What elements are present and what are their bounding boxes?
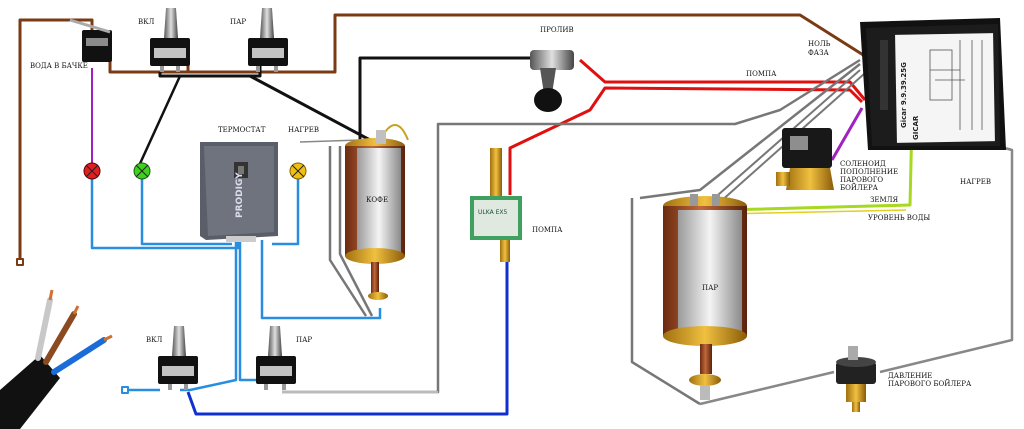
label-heating-right: НАГРЕВ xyxy=(960,178,991,186)
label-switch-on-bottom: ВКЛ xyxy=(146,336,163,344)
steam-boiler xyxy=(663,194,747,400)
wire-gray-8 xyxy=(699,370,835,406)
label-thermostat: ТЕРМОСТАТ xyxy=(218,126,266,134)
power-cable xyxy=(0,289,113,429)
label-solenoid-2: ПОПОЛНЕНИЕ xyxy=(840,168,898,176)
label-ground: ЗЕМЛЯ xyxy=(870,196,898,204)
wire-gray-3 xyxy=(328,146,368,317)
coffee-boiler xyxy=(345,124,409,300)
lamp-green xyxy=(133,162,151,180)
wire-blue-1 xyxy=(90,178,240,250)
microswitch-water-tank xyxy=(69,18,112,62)
pressure-switch xyxy=(836,346,876,412)
vibration-pump: ULKA EX5 xyxy=(470,148,522,262)
label-neutral: НОЛЬ xyxy=(808,40,831,48)
label-solenoid-3: ПАРОВОГО xyxy=(840,176,883,184)
label-pump-mid: ПОМПА xyxy=(532,226,563,234)
thermostat: PRODIGY xyxy=(200,142,278,242)
wire-blue-4 xyxy=(260,240,382,320)
label-pressure-1: ДАВЛЕНИЕ xyxy=(888,372,932,380)
label-switch-steam-bottom: ПАР xyxy=(296,336,312,344)
labels: ВОДА В БАЧКЕ ВКЛ ПАР ПРОЛИВ НОЛЬ ФАЗА ПО… xyxy=(30,18,991,388)
wire-red-2 xyxy=(508,86,864,195)
wire-black-4 xyxy=(358,56,535,140)
wire-purple-right xyxy=(830,107,864,161)
steam-valve-handle xyxy=(530,50,574,112)
label-pump-top: ПОМПА xyxy=(746,70,777,78)
wire-gray-9 xyxy=(879,138,1014,374)
label-switch-steam-top: ПАР xyxy=(230,18,246,26)
wire-black-3 xyxy=(249,74,371,142)
label-steam-boiler: ПАР xyxy=(702,284,718,292)
label-pressure-2: ПАРОВОГО БОЙЛЕРА xyxy=(888,379,972,388)
wire-terminal-blue xyxy=(121,386,129,394)
wire-darkblue xyxy=(186,240,509,416)
wire-brown-left xyxy=(18,18,94,262)
thermostat-brand: PRODIGY xyxy=(235,172,245,218)
label-solenoid-1: СОЛЕНОИД xyxy=(840,160,886,168)
wire-gray-5 xyxy=(639,63,861,200)
wire-red-1 xyxy=(579,58,867,101)
wire-gray-10 xyxy=(299,139,361,143)
wire-blue-2 xyxy=(140,178,232,246)
wire-blue-3 xyxy=(272,178,300,246)
lamp-yellow xyxy=(289,162,307,180)
wire-black-2 xyxy=(136,75,182,169)
controller-box: Gicar 9.9.39.25G GICAR xyxy=(860,18,1006,150)
switch-steam-top[interactable] xyxy=(248,8,288,72)
lamp-red xyxy=(83,162,101,180)
switch-on-top[interactable] xyxy=(150,8,190,72)
label-coffee: КОФЕ xyxy=(366,196,388,204)
label-phase: ФАЗА xyxy=(808,49,829,57)
label-heating-mid: НАГРЕВ xyxy=(288,126,319,134)
wires xyxy=(16,13,1014,416)
switch-steam-bottom[interactable] xyxy=(256,326,296,390)
wire-brown-main xyxy=(110,13,869,74)
label-water-level: УРОВЕНЬ ВОДЫ xyxy=(868,214,930,222)
solenoid-valve xyxy=(776,128,834,190)
label-solenoid-4: БОЙЛЕРА xyxy=(840,183,879,192)
controller-model: Gicar 9.9.39.25G xyxy=(900,62,908,128)
controller-brand: GICAR xyxy=(912,115,920,140)
wire-terminal-brown xyxy=(16,258,24,266)
pump-model: ULKA EX5 xyxy=(478,209,507,216)
label-spill: ПРОЛИВ xyxy=(540,26,574,34)
label-water-tank: ВОДА В БАЧКЕ xyxy=(30,62,88,70)
switch-on-bottom[interactable] xyxy=(158,326,198,390)
wire-yellowgreen-2 xyxy=(723,209,907,215)
wire-gray-4 xyxy=(630,198,701,406)
label-switch-on-top: ВКЛ xyxy=(138,18,155,26)
wire-gray-2 xyxy=(338,146,374,317)
